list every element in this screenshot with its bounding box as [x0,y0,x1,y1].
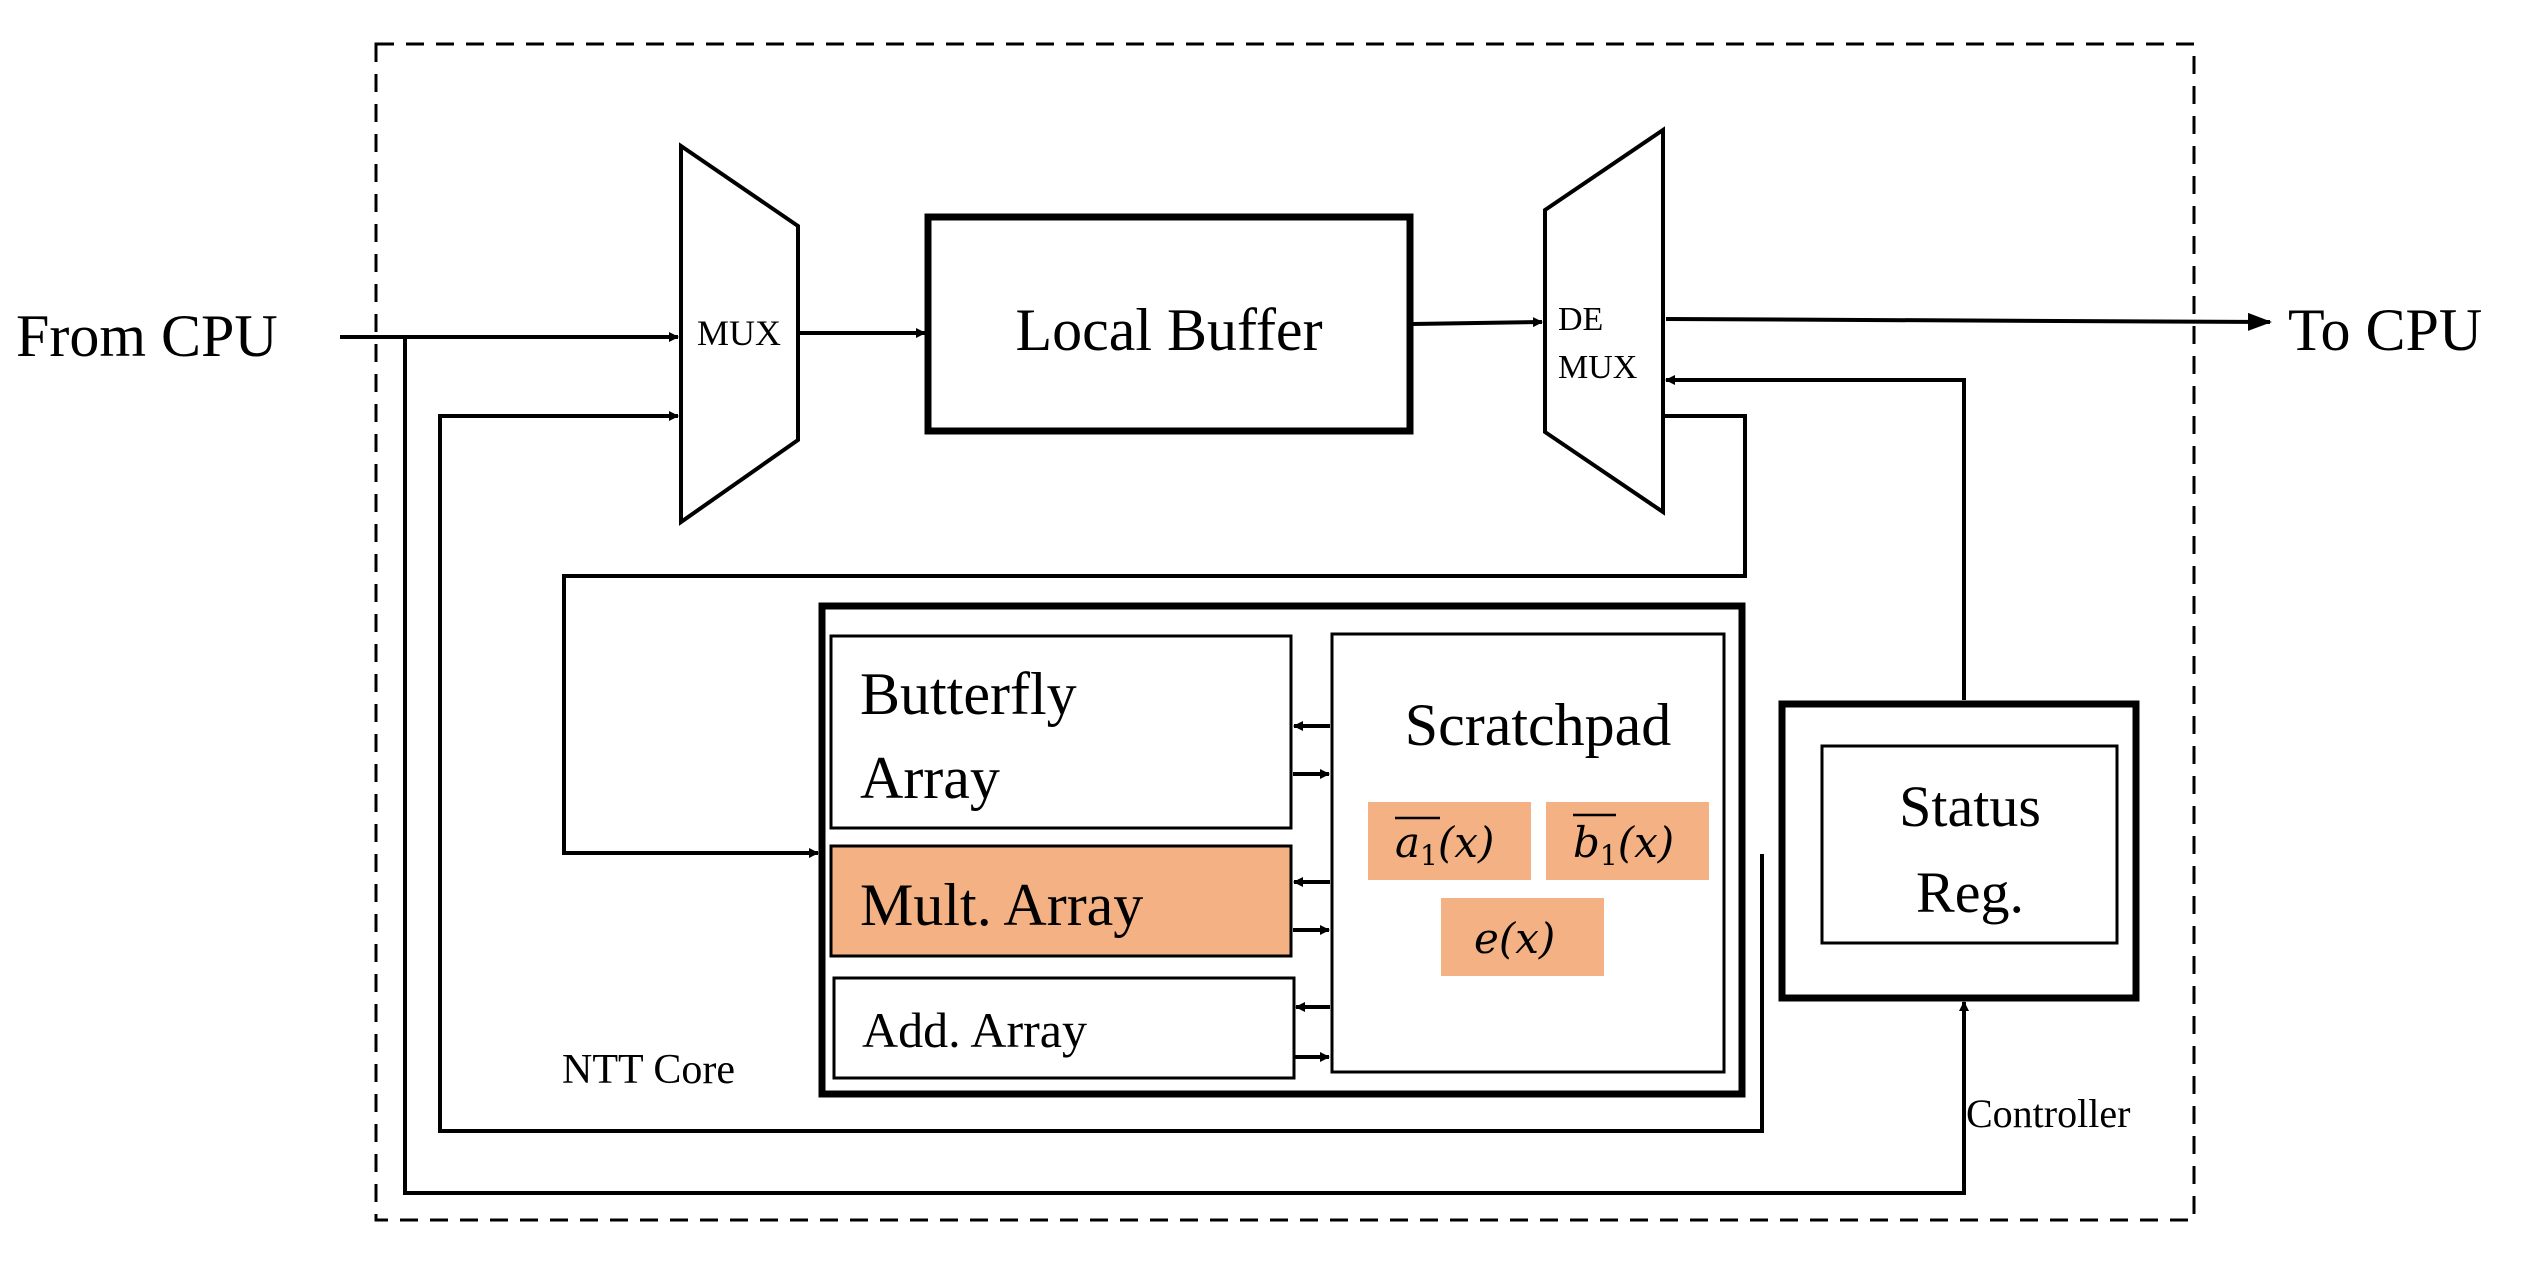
butterfly-array-block: Butterfly Array [829,634,1293,830]
wire-demux-to-ntt [562,414,1747,858]
scratchpad-label: Scratchpad [1405,692,1672,758]
svg-text:b1(x): b1(x) [1573,818,1674,872]
add-array-block: Add. Array [832,976,1296,1080]
mult-array-label: Mult. Array [860,872,1143,938]
butterfly-label-line2: Array [860,745,1000,811]
scratchpad-item-a1: a1(x) [1368,802,1531,880]
demux-label-bottom: MUX [1558,349,1637,386]
status-label-line2: Reg. [1916,860,2024,925]
scratchpad-item-b1: b1(x) [1546,802,1709,880]
controller-boundary [374,42,2196,1222]
demux-label-top: DE [1558,301,1603,338]
demux-block: DE MUX [1543,126,1665,516]
mux-label: MUX [697,313,781,353]
svg-text:a1(x): a1(x) [1395,818,1494,872]
ntt-core-label: NTT Core [562,1047,735,1093]
wire-buffer-to-demux [1411,317,1543,328]
scratchpad-block: Scratchpad a1(x) b1(x) e(x) [1330,632,1726,1074]
status-register-block: Status Reg. [1778,700,2140,1002]
status-label-line1: Status [1899,774,2041,839]
scratchpad-item-e: e(x) [1441,898,1604,976]
wire-status-to-demux [1665,375,1966,700]
wire-cpu-to-controller [403,337,1969,1195]
mux-block: MUX [679,142,800,526]
mult-array-block: Mult. Array [829,844,1293,958]
add-array-label: Add. Array [862,1002,1087,1058]
svg-text:e(x): e(x) [1474,914,1555,963]
to-cpu-label: To CPU [2288,297,2482,363]
wire-feedback-to-mux [438,411,1764,1133]
wire-demux-to-cpu [1665,312,2272,331]
local-buffer-label: Local Buffer [1015,297,1322,363]
butterfly-label-line1: Butterfly [860,661,1077,727]
local-buffer-block: Local Buffer [924,213,1414,435]
from-cpu-label: From CPU [16,303,278,369]
controller-label: Controller [1966,1091,2130,1136]
